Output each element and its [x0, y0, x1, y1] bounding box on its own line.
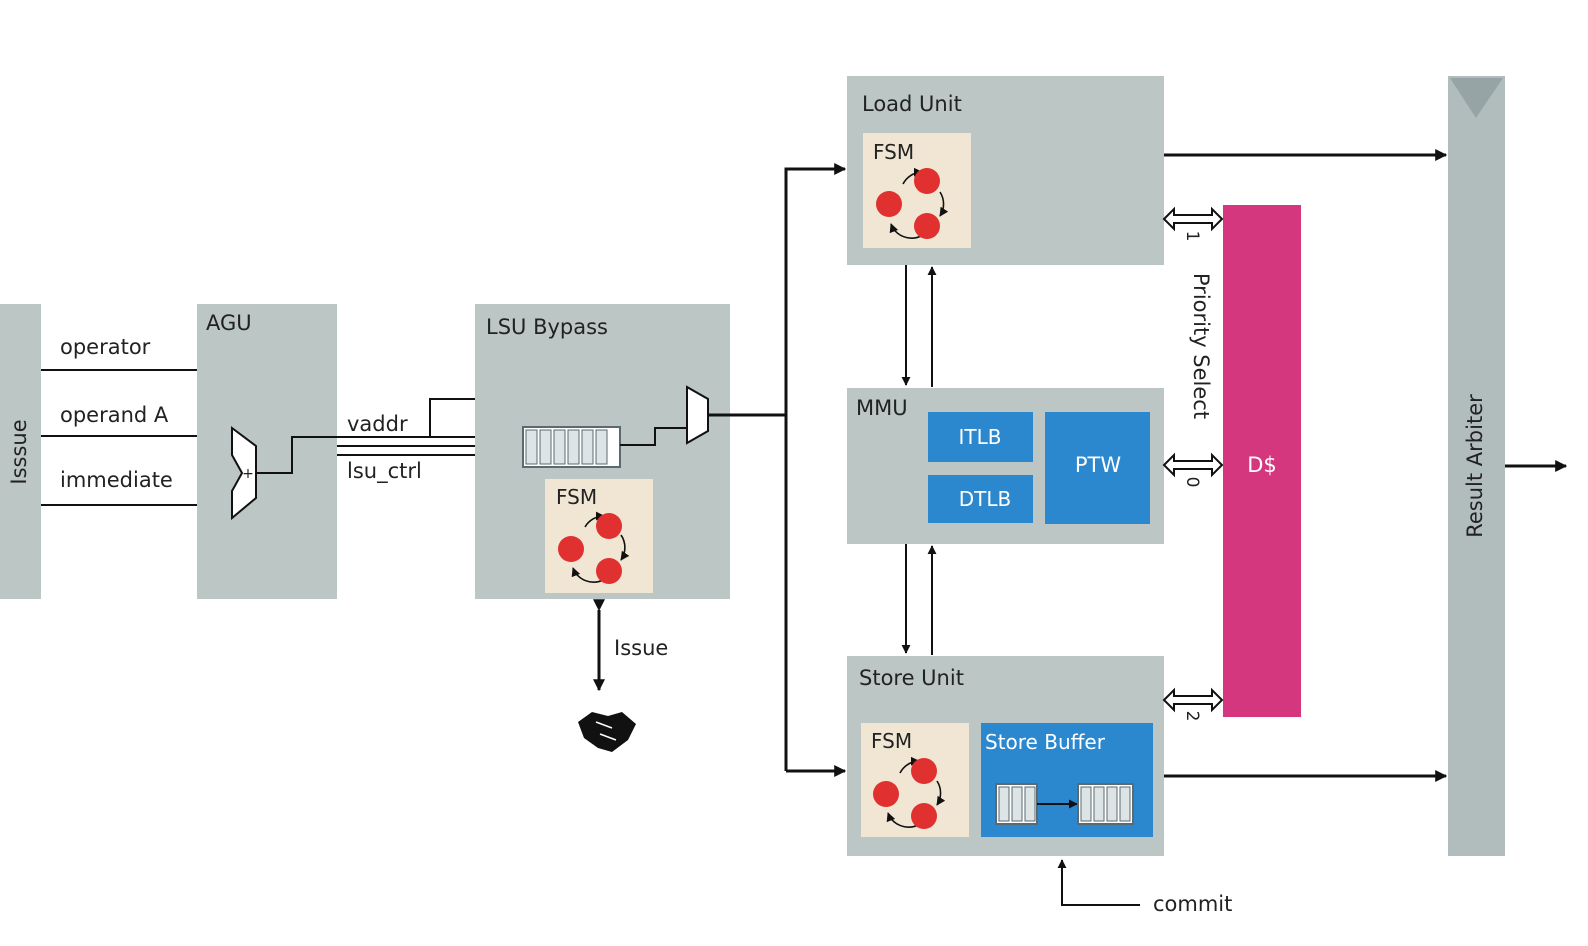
store-unit-fsm: FSM [861, 723, 969, 837]
agu-block: AGU + [197, 304, 523, 599]
agu-title: AGU [206, 311, 252, 335]
port-arrow-mmu: 0 [1162, 452, 1224, 488]
bypass-fsm-label: FSM [556, 485, 597, 509]
dtlb-label: DTLB [959, 487, 1011, 511]
port-store-number: 2 [1182, 711, 1202, 722]
fsm-state-icon [876, 167, 949, 239]
fifo-queue-icon [995, 783, 1134, 825]
dcache-label: D$ [1247, 453, 1277, 477]
mmu-block: MMU ITLB DTLB PTW [847, 388, 1164, 544]
itlb-label: ITLB [959, 425, 1002, 449]
issue-handshake-label: Issue [614, 636, 668, 660]
store-buffer-label: Store Buffer [985, 730, 1106, 754]
adder-symbol: + [242, 466, 254, 482]
issue-bar: Isssue [0, 304, 41, 599]
priority-select-label: Priority Select [1189, 273, 1213, 419]
issue-bar-label: Isssue [7, 419, 31, 484]
bypass-output-bus [708, 163, 847, 777]
ptw-label: PTW [1075, 453, 1121, 477]
load-fsm-label: FSM [873, 140, 914, 164]
immediate-label: immediate [60, 468, 173, 492]
commit-label: commit [1153, 892, 1232, 916]
lsu-bypass-block: LSU Bypass FSM [475, 304, 730, 599]
handshake-icon [578, 712, 636, 752]
port-load-number: 1 [1182, 231, 1202, 242]
store-fsm-label: FSM [871, 729, 912, 753]
vaddr-label: vaddr [347, 412, 408, 436]
port-arrow-load: 1 [1162, 206, 1224, 242]
fsm-state-icon [873, 756, 946, 829]
result-wires [1164, 149, 1448, 782]
operator-label: operator [60, 335, 151, 359]
adder-icon: + [231, 426, 257, 521]
result-arbiter-label: Result Arbiter [1463, 394, 1487, 538]
agu-to-bypass-wires: vaddr lsu_ctrl [337, 398, 687, 484]
itlb-block: ITLB [928, 412, 1033, 462]
lsu-ctrl-label: lsu_ctrl [347, 459, 422, 484]
issue-signals: operator operand A immediate [41, 335, 232, 506]
load-unit-fsm: FSM [863, 133, 971, 248]
priority-select: Priority Select 1 0 2 [1162, 206, 1224, 722]
load-unit-title: Load Unit [862, 92, 962, 116]
mmu-store-wires [901, 544, 937, 655]
store-unit-block: Store Unit FSM Store Buffer [847, 656, 1164, 856]
dcache-block: D$ [1223, 205, 1301, 717]
port-arrow-store: 2 [1162, 687, 1224, 722]
dtlb-block: DTLB [928, 475, 1033, 523]
operand-a-label: operand A [60, 403, 169, 427]
result-arbiter-block: Result Arbiter [1448, 76, 1568, 856]
load-mmu-wires [901, 265, 937, 387]
lsu-bypass-title: LSU Bypass [486, 315, 608, 339]
fifo-queue-icon [522, 426, 621, 468]
bypass-fsm: FSM [545, 479, 653, 593]
fsm-state-icon [558, 511, 630, 584]
store-buffer-block: Store Buffer [981, 723, 1153, 837]
mmu-title: MMU [856, 396, 908, 420]
mux-icon [686, 385, 709, 445]
issue-handshake: Issue [578, 599, 668, 752]
commit-signal: commit [1057, 859, 1232, 916]
ptw-block: PTW [1045, 412, 1150, 524]
store-unit-title: Store Unit [859, 666, 964, 690]
load-unit-block: Load Unit FSM [847, 76, 1164, 265]
port-mmu-number: 0 [1182, 477, 1202, 488]
